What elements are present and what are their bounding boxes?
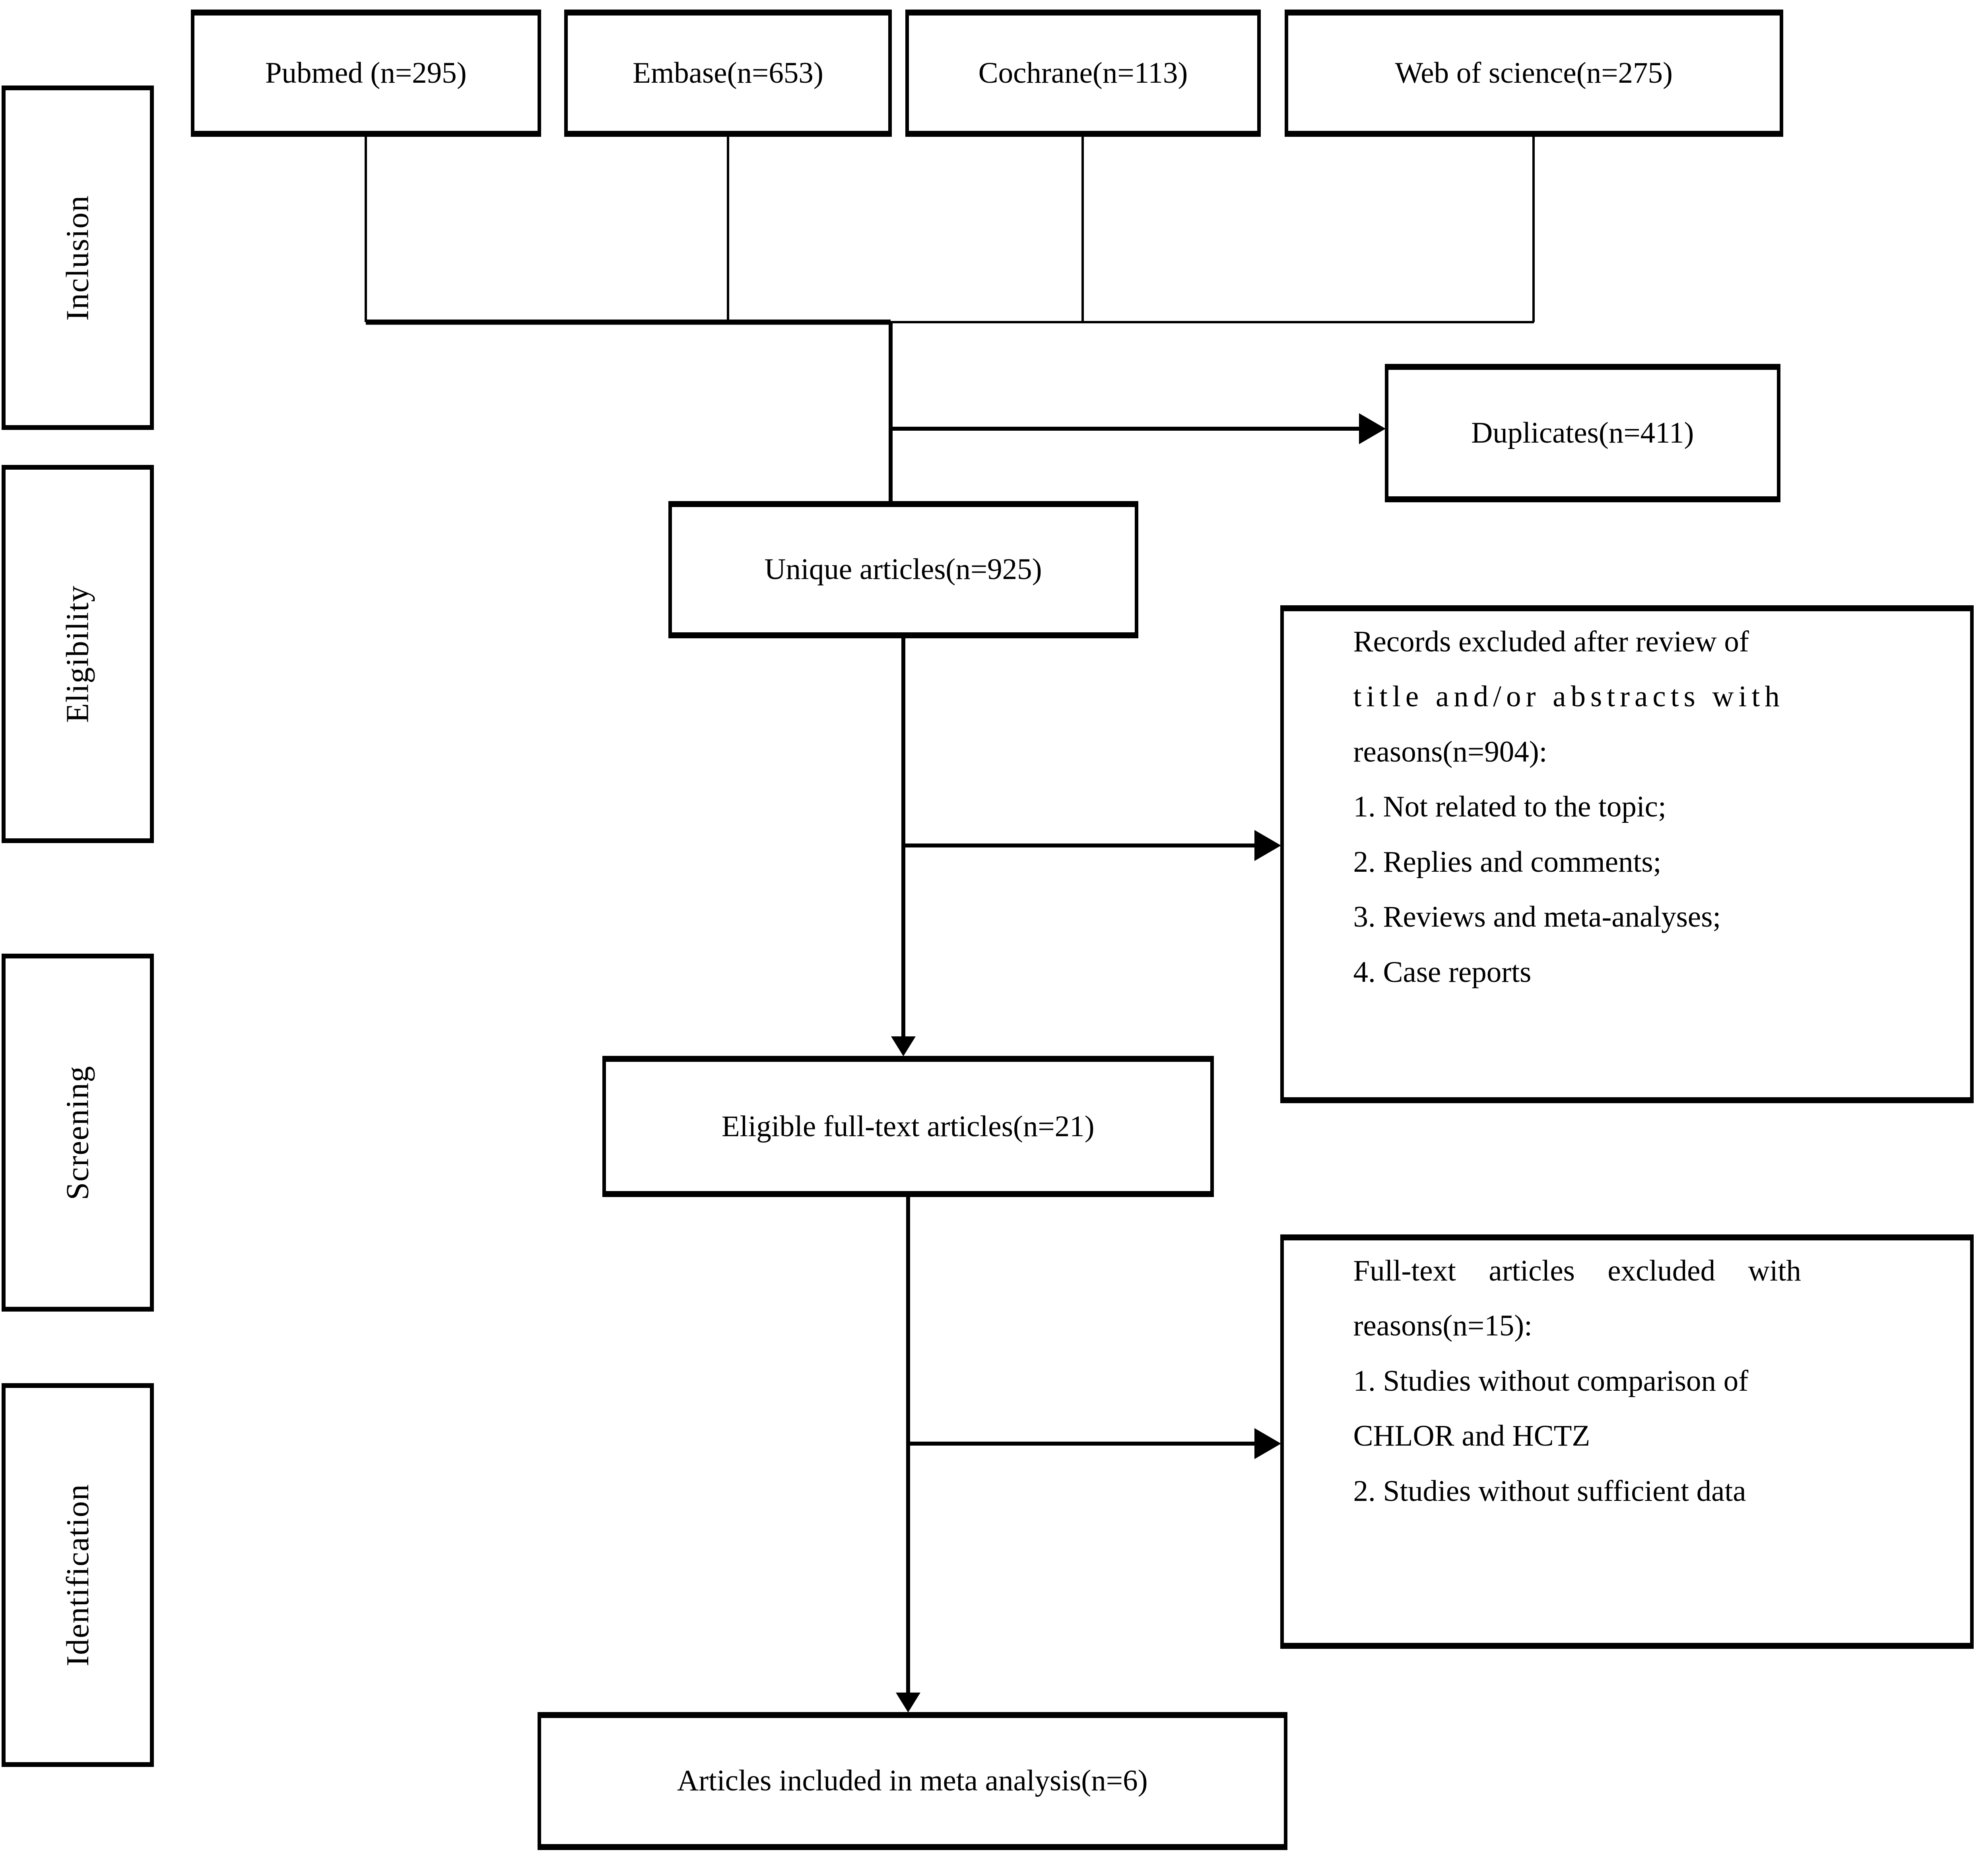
arrow-duplicates-shaft [890, 426, 1372, 431]
fulltext-excluded-line: 1. Studies without comparison of [1353, 1364, 1749, 1397]
stage-box-inclusion: Inclusion [1, 85, 154, 430]
connector-merge-to-unique [888, 322, 893, 501]
records-excluded-line: 3. Reviews and meta-analyses; [1353, 900, 1721, 934]
arrowhead-down-included [896, 1692, 920, 1712]
arrowhead-right-duplicates [1359, 413, 1386, 444]
arrowhead-right-fulltext-excluded [1254, 1428, 1281, 1460]
fulltext-excluded-line: CHLOR and HCTZ [1353, 1419, 1590, 1453]
included-box: Articles included in meta analysis(n=6) [538, 1712, 1287, 1850]
stage-label-inclusion: Inclusion [59, 194, 95, 321]
connector-pubmed-down [364, 136, 367, 323]
connector-cochrane-down [1081, 136, 1084, 323]
source-box-web-of-science: Web of science(n=275) [1284, 9, 1783, 137]
included-label: Articles included in meta analysis(n=6) [677, 1764, 1148, 1798]
duplicates-label: Duplicates(n=411) [1471, 416, 1694, 449]
stage-label-screening: Screening [59, 1065, 95, 1200]
stage-label-eligibility: Eligibility [59, 585, 95, 723]
arrowhead-right-records-excluded [1254, 830, 1281, 861]
stage-box-eligibility: Eligibility [1, 464, 154, 843]
unique-articles-box: Unique articles(n=925) [668, 501, 1138, 638]
merge-line-right [890, 321, 1534, 324]
connector-web-of-science-down [1532, 136, 1535, 323]
records-excluded-box: Records excluded after review of title a… [1280, 605, 1974, 1104]
source-label-pubmed: Pubmed (n=295) [265, 56, 467, 89]
unique-articles-label: Unique articles(n=925) [764, 553, 1042, 586]
merge-line-left [365, 319, 891, 325]
arrow-fulltext-excluded-shaft [908, 1442, 1267, 1446]
stage-box-identification: Identification [1, 1383, 154, 1767]
duplicates-box: Duplicates(n=411) [1385, 363, 1780, 502]
eligible-fulltext-label: Eligible full-text articles(n=21) [721, 1110, 1095, 1143]
arrowhead-down-eligible [891, 1036, 916, 1057]
stage-label-identification: Identification [59, 1483, 95, 1666]
stage-box-screening: Screening [1, 954, 154, 1312]
fulltext-excluded-box: Full-text articles excluded with reasons… [1280, 1234, 1974, 1649]
eligible-fulltext-box: Eligible full-text articles(n=21) [602, 1056, 1214, 1197]
records-excluded-line: Records excluded after review of [1353, 625, 1749, 658]
records-excluded-line: 1. Not related to the topic; [1353, 790, 1666, 824]
connector-unique-to-eligible [901, 638, 905, 1038]
records-excluded-line: reasons(n=904): [1353, 735, 1547, 768]
source-box-pubmed: Pubmed (n=295) [190, 9, 541, 137]
records-excluded-line: title and/or abstracts with [1353, 680, 1784, 713]
records-excluded-line: 2. Replies and comments; [1353, 845, 1662, 878]
fulltext-excluded-line: reasons(n=15): [1353, 1309, 1533, 1343]
fulltext-excluded-line: Full-text articles excluded with [1353, 1254, 1801, 1287]
source-label-web-of-science: Web of science(n=275) [1395, 56, 1673, 89]
source-label-embase: Embase(n=653) [633, 56, 823, 89]
source-box-cochrane: Cochrane(n=113) [905, 9, 1261, 137]
source-box-embase: Embase(n=653) [564, 9, 892, 137]
records-excluded-line: 4. Case reports [1353, 955, 1532, 989]
source-label-cochrane: Cochrane(n=113) [978, 56, 1188, 89]
fulltext-excluded-line: 2. Studies without sufficient data [1353, 1474, 1746, 1508]
connector-embase-down [726, 136, 729, 323]
arrow-records-excluded-shaft [903, 843, 1267, 847]
